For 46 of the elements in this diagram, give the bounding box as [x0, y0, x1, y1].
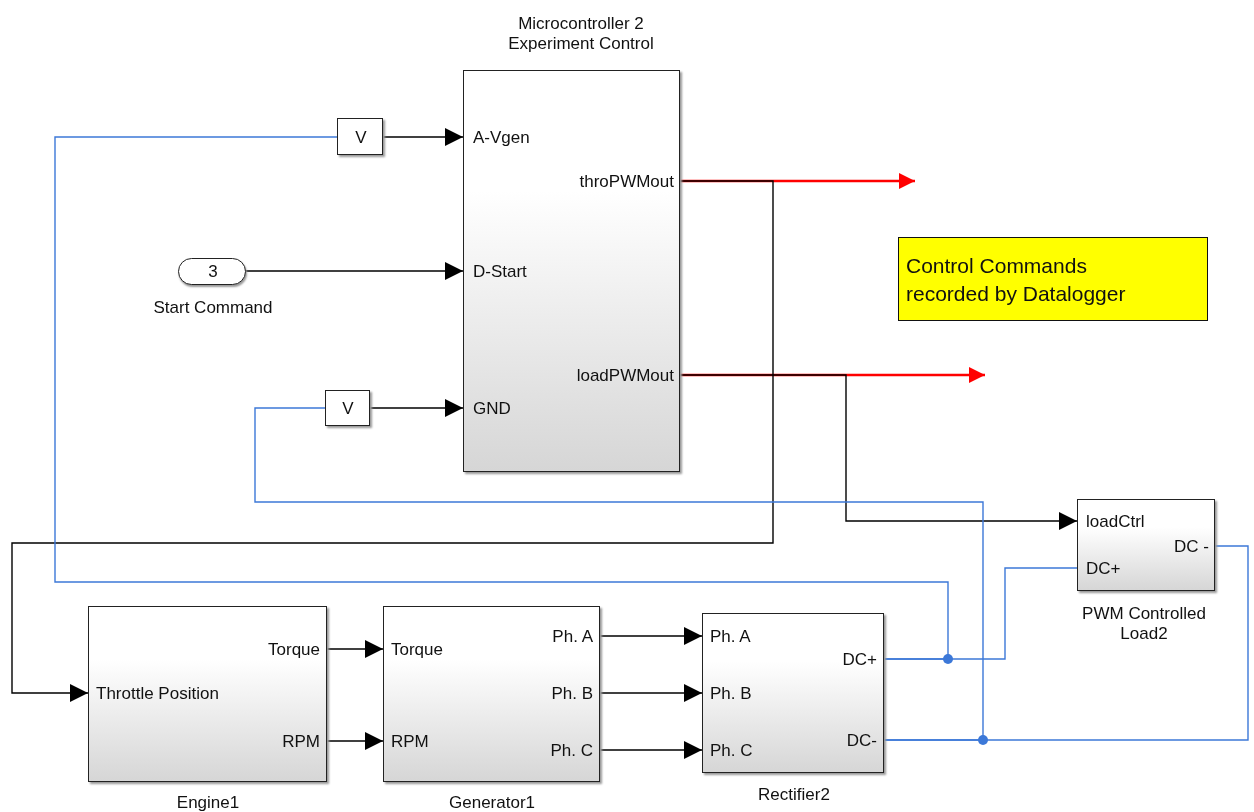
block-title: Microcontroller 2 Experiment Control [507, 14, 655, 54]
block-title: PWM Controlled Load2 [1081, 604, 1207, 644]
port-label: Ph. C [710, 741, 753, 761]
port-label: A-Vgen [473, 128, 530, 148]
voltage-sensor-block [325, 390, 370, 426]
block-caption: Start Command [153, 298, 273, 318]
port-label: DC - [1174, 537, 1209, 557]
port-label: DC+ [842, 650, 877, 670]
port-label: V [342, 399, 354, 419]
signal-arrow [245, 262, 464, 280]
port-label: loadPWMout [576, 366, 674, 386]
signal-arrow [369, 399, 464, 417]
signal-arrow [599, 627, 703, 645]
port-label: loadCtrl [1086, 512, 1145, 532]
signal-arrow [382, 128, 464, 146]
port-label: D-Start [473, 262, 527, 282]
port-label: 3 [208, 262, 218, 282]
port-label: RPM [391, 732, 429, 752]
signal-arrow [326, 732, 384, 750]
signal-arrow [599, 684, 703, 702]
port-label: Ph. B [710, 684, 752, 704]
port-label: DC+ [1086, 559, 1121, 579]
port-label: Ph. A [710, 627, 751, 647]
port-label: Torque [268, 640, 320, 660]
port-label: Torque [391, 640, 443, 660]
voltage-sensor-block [337, 118, 383, 155]
connection-line [883, 545, 1249, 741]
block-title: Generator1 [449, 793, 535, 812]
signal-arrow [326, 640, 384, 658]
note-text: Control Commands recorded by Datalogger [906, 253, 1127, 307]
port-label: throPWMout [579, 172, 674, 192]
port-label: Ph. B [551, 684, 593, 704]
port-label: Ph. C [550, 741, 593, 761]
signal-arrow [679, 374, 1078, 530]
signal-arrow [599, 741, 703, 759]
block-title: Rectifier2 [758, 785, 830, 805]
signal-arrow [11, 180, 774, 702]
port-label: Throttle Position [96, 684, 219, 704]
port-label: V [355, 128, 367, 148]
block-title: Engine1 [176, 793, 240, 812]
annotation-note [898, 237, 1208, 321]
port-label: RPM [282, 732, 320, 752]
port-label: Ph. A [552, 627, 593, 647]
port-label: DC- [846, 731, 877, 751]
connection-line [883, 567, 1078, 660]
port-label: GND [473, 399, 511, 419]
